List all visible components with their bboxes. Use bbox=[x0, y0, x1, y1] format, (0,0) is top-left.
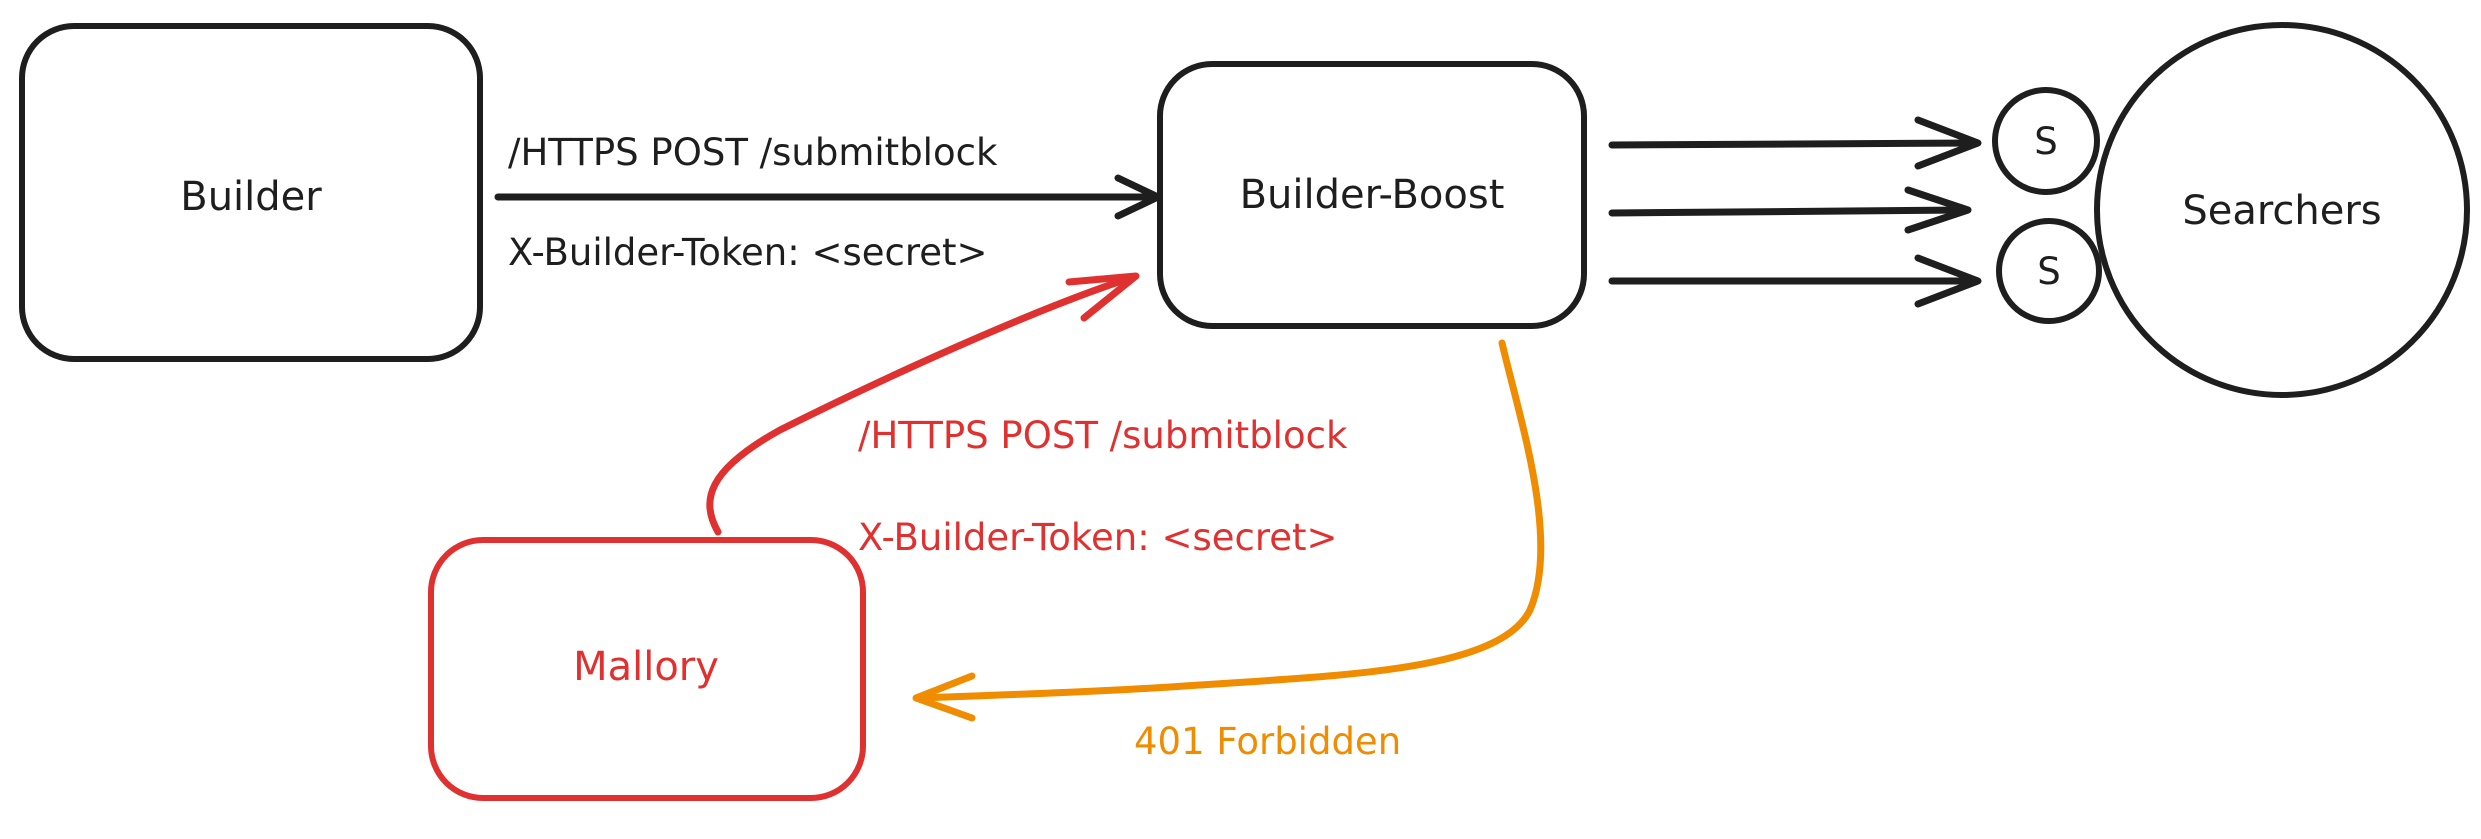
builder-boost-node[interactable]: Builder-Boost bbox=[1157, 61, 1587, 329]
arrow-shaft bbox=[1608, 206, 1969, 217]
builder-boost-box bbox=[1157, 61, 1587, 329]
arrow-shaft bbox=[1608, 139, 1979, 149]
mallory-request-line2: X-Builder-Token: <secret> bbox=[858, 516, 1338, 559]
arrow-head bbox=[1914, 116, 1982, 170]
searcher-circle bbox=[1996, 218, 2102, 324]
builder-box bbox=[19, 23, 483, 362]
arrow-shaft bbox=[706, 273, 1138, 536]
arrow-head bbox=[1914, 254, 1982, 308]
arrow-head bbox=[1065, 272, 1140, 322]
searcher-label: S bbox=[2037, 250, 2061, 293]
searchers-circle bbox=[2094, 22, 2470, 398]
searchers-label: Searchers bbox=[2182, 188, 2381, 234]
mallory-request-line1: /HTTPS POST /submitblock bbox=[858, 414, 1348, 457]
builder-to-boost-arrow bbox=[494, 174, 1162, 220]
boost-to-searchers-arrows bbox=[1608, 116, 1982, 308]
searchers-node[interactable]: Searchers bbox=[2094, 22, 2470, 398]
response-label: 401 Forbidden bbox=[1134, 720, 1401, 763]
searcher-node-a[interactable]: S bbox=[1992, 87, 2100, 195]
builder-request-line1: /HTTPS POST /submitblock bbox=[508, 131, 998, 174]
searcher-circle bbox=[1992, 87, 2100, 195]
arrow-shaft bbox=[914, 339, 1545, 702]
arrow-head bbox=[912, 672, 976, 722]
builder-boost-label: Builder-Boost bbox=[1240, 172, 1505, 218]
searcher-label: S bbox=[2034, 120, 2058, 163]
builder-node[interactable]: Builder bbox=[19, 23, 483, 362]
mallory-label: Mallory bbox=[573, 644, 719, 690]
mallory-box bbox=[428, 537, 866, 801]
arrow-head bbox=[1904, 186, 1972, 234]
searcher-node-b[interactable]: S bbox=[1996, 218, 2102, 324]
builder-request-line2: X-Builder-Token: <secret> bbox=[508, 231, 988, 274]
mallory-to-boost-arrow bbox=[706, 272, 1140, 536]
mallory-node[interactable]: Mallory bbox=[428, 537, 866, 801]
builder-label: Builder bbox=[180, 174, 322, 220]
boost-to-mallory-arrow bbox=[912, 339, 1545, 722]
